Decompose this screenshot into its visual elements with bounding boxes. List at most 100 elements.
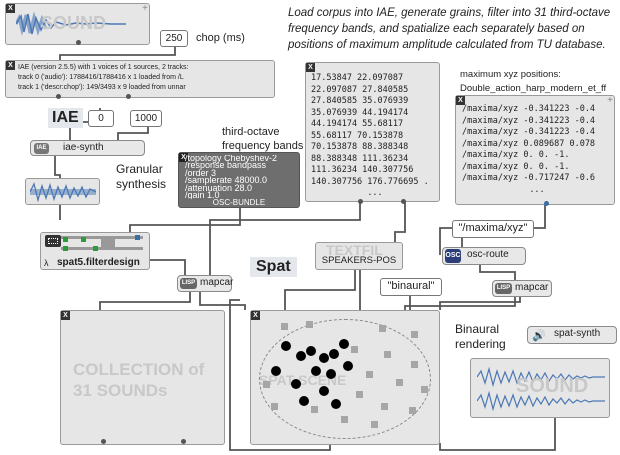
maxima-line: /maxima/xyz -0.341223 -0.4 [462, 127, 596, 137]
chop-number[interactable]: 250 [160, 30, 188, 47]
scene-circle [259, 319, 431, 439]
osc-line: /response bandpass [185, 160, 267, 171]
lisp-icon: LISP [495, 283, 512, 294]
source-marker [343, 361, 353, 371]
output-sound-box[interactable]: SOUND [470, 358, 610, 418]
iae-input-b[interactable]: 1000 [130, 110, 162, 127]
speaker-marker [341, 416, 348, 423]
close-icon[interactable]: X [306, 63, 315, 72]
maxima-label: maximum xyz positions: Double_action_har… [460, 69, 607, 94]
speaker-marker [384, 351, 391, 358]
osc-route-object[interactable]: OSC osc-route [442, 247, 526, 265]
source-marker [319, 386, 329, 396]
close-icon[interactable]: X [6, 4, 15, 13]
speaker-marker [371, 421, 378, 428]
speaker-marker [411, 331, 418, 338]
speaker-marker [366, 371, 373, 378]
freq-line: ... [367, 188, 383, 198]
speakers-pos-box[interactable]: TEXTFIL SPEAKERS-POS [315, 242, 403, 270]
speaker-marker [396, 379, 403, 386]
granular-label: Granular synthesis [116, 162, 167, 191]
lisp-icon: LISP [180, 278, 197, 289]
binaural-rendering-label: Binaural rendering [455, 322, 506, 351]
iae-info-box[interactable]: X IAE (version 2.5.5) with 1 voices of 1… [5, 60, 275, 99]
chop-label: chop (ms) [196, 32, 245, 44]
freq-line: 27.840585 35.076939 [311, 96, 409, 106]
iae-info-line: track 1 ('descr:chop'): 149/3493 x 9 loa… [18, 84, 186, 91]
speaker-marker [271, 403, 278, 410]
source-marker [291, 379, 301, 389]
osc-line: /order 3 [185, 167, 217, 178]
freq-line: 88.388348 111.36234 [311, 153, 409, 164]
close-icon[interactable]: X [251, 311, 260, 320]
osc-icon: OSC [445, 249, 461, 263]
source-marker [296, 351, 306, 361]
maxima-line: /maxima/xyz -0.717247 -0.6 [462, 173, 596, 183]
iae-synth-label: iae-synth [63, 142, 104, 153]
source-marker [339, 339, 349, 349]
description-text: Load corpus into IAE, generate grains, f… [288, 7, 611, 51]
mapcar-label: mapcar [515, 282, 549, 293]
spat-synth-object[interactable]: 🔊 spat-synth [527, 326, 617, 344]
speaker-marker [281, 323, 288, 330]
osc-line: /gain 1.0 [185, 190, 220, 200]
osc-route-label: osc-route [467, 249, 509, 260]
speaker-marker [421, 386, 428, 393]
close-icon[interactable]: X [6, 61, 15, 70]
freq-line: 111.36234 140.307756 [311, 165, 414, 175]
osc-bundle-box[interactable]: X /topology Chebyshev-2 /response bandpa… [178, 152, 300, 208]
iae-icon: IAE [34, 143, 49, 154]
maxima-line: /maxima/xyz -0.341223 -0.4 [462, 115, 596, 126]
maxima-line: /maxima/xyz -0.341223 -0.4 [462, 104, 596, 114]
freq-line: 44.194174 55.68117 [311, 119, 404, 129]
iae-info-line: track 0 ('audio'): 1788416/1788416 x 1 l… [18, 74, 184, 81]
filter-preview [61, 235, 143, 251]
source-marker [311, 366, 321, 376]
waveform [16, 12, 126, 36]
maxima-list-box[interactable]: X + /maxima/xyz -0.341223 -0.4 /maxima/x… [455, 95, 615, 206]
source-marker [326, 369, 336, 379]
grain-waveform [30, 182, 96, 203]
plus-icon[interactable]: + [142, 3, 148, 14]
spat-scene-box[interactable]: X SPAT-SCENE [250, 310, 440, 445]
source-marker [331, 399, 341, 409]
close-icon[interactable]: X [456, 96, 465, 105]
freq-line: 17.53847 22.097087 [311, 73, 404, 83]
maxima-line: /maxima/xyz 0. 0. -1. [462, 161, 570, 172]
spat-synth-label: spat-synth [554, 328, 601, 339]
textfile-watermark: TEXTFIL [326, 242, 383, 258]
filterdesign-box[interactable]: λ spat5.filterdesign [40, 232, 150, 270]
source-marker [329, 349, 339, 359]
binaural-message[interactable]: "binaural" [380, 278, 442, 296]
maxima-route-message[interactable]: "/maxima/xyz" [452, 220, 534, 238]
sound-label: SOUND [41, 13, 107, 33]
plus-icon[interactable]: + [607, 95, 613, 106]
source-marker [271, 366, 281, 376]
output-waveform [477, 366, 605, 412]
iae-input-a[interactable]: 0 [88, 110, 114, 127]
lambda-icon: λ [44, 258, 49, 268]
spat-title: Spat [250, 257, 297, 277]
grain-sound-box[interactable] [25, 178, 100, 205]
speakers-pos-label: SPEAKERS-POS [321, 255, 397, 266]
osc-bundle-footer: OSC-BUNDLE [212, 198, 266, 207]
source-marker [319, 353, 329, 363]
freq-line: 55.68117 70.153878 [311, 130, 404, 141]
speaker-marker [379, 325, 386, 332]
close-icon[interactable]: X [179, 153, 188, 162]
close-icon[interactable]: X [61, 311, 70, 320]
mapcar-object-1[interactable]: LISP mapcar [177, 275, 233, 292]
collection-box[interactable]: X COLLECTION of 31 SOUNDs [60, 310, 225, 445]
speaker-icon: 🔊 [532, 330, 546, 342]
maxima-line: /maxima/xyz 0. 0. -1. [462, 150, 570, 160]
iae-synth-object[interactable]: IAE iae-synth [30, 140, 145, 156]
speaker-marker [351, 346, 358, 353]
osc-line: /topology Chebyshev-2 [185, 155, 278, 163]
speaker-marker [409, 407, 416, 414]
iae-info-line: IAE (version 2.5.5) with 1 voices of 1 s… [18, 64, 189, 71]
freq-list-box[interactable]: X 17.53847 22.097087 22.097087 27.840585… [305, 62, 440, 204]
speaker-marker [411, 361, 418, 368]
collection-label: COLLECTION of 31 SOUNDs [73, 360, 205, 400]
sound-box[interactable]: X + SOUND [5, 3, 150, 45]
mapcar-object-2[interactable]: LISP mapcar [492, 280, 552, 297]
